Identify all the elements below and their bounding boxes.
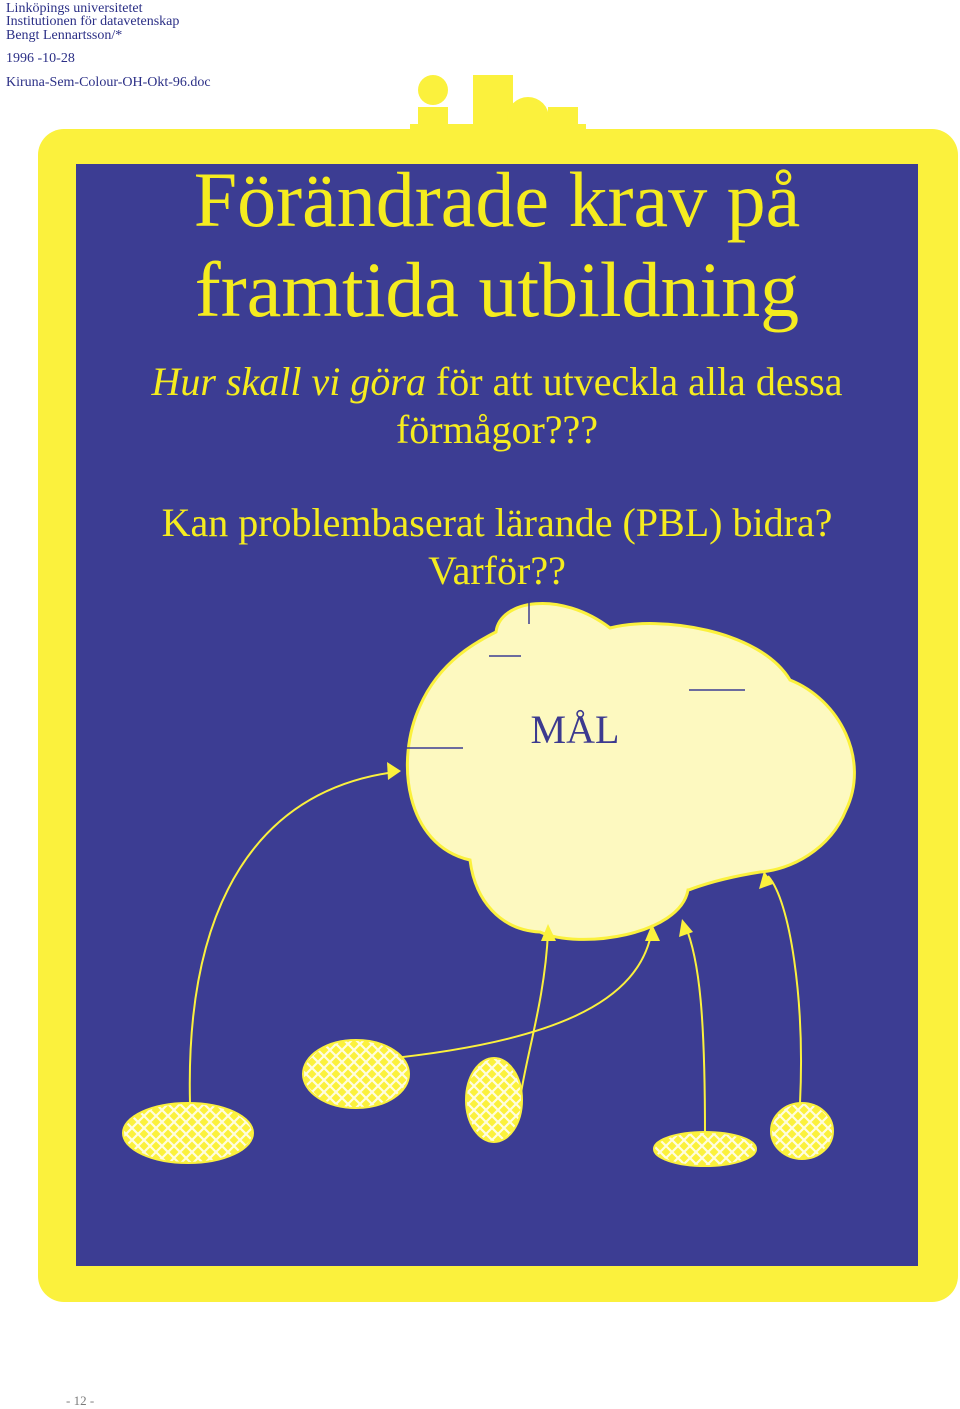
question-block: Hur skall vi göra för att utveckla alla … — [76, 358, 918, 454]
source-ellipses — [122, 1039, 834, 1167]
header-department: Institutionen för datavetenskap — [6, 14, 180, 29]
question-rest: för att utveckla alla dessa — [425, 359, 843, 404]
arrow-5 — [767, 875, 802, 1104]
arrow-4 — [684, 924, 706, 1136]
question-italic: Hur skall vi göra — [151, 359, 426, 404]
source-ellipse-3 — [465, 1057, 523, 1143]
question-line-1: Hur skall vi göra för att utveckla alla … — [76, 358, 918, 406]
arrowheads — [387, 762, 773, 941]
arrowhead-1 — [387, 762, 401, 780]
arrow-2 — [519, 931, 549, 1101]
cloud-base-lines — [490, 883, 680, 886]
pbl-line-2: Varför?? — [428, 548, 566, 593]
goal-cloud — [405, 602, 856, 941]
question-line-2: förmågor??? — [395, 407, 599, 452]
page-number: - 12 - — [66, 1393, 95, 1408]
goal-label: MÅL — [530, 707, 620, 752]
arrowhead-4 — [679, 919, 693, 937]
header-filename: Kiruna-Sem-Colour-OH-Okt-96.doc — [6, 75, 211, 90]
pbl-line-1: Kan problembaserat lärande (PBL) bidra? — [161, 500, 833, 545]
source-ellipse-2 — [302, 1039, 410, 1109]
arrowhead-3 — [645, 924, 660, 941]
source-ellipse-1 — [122, 1102, 254, 1164]
title-line-1: Förändrade krav på — [193, 156, 801, 243]
arrow-3 — [351, 929, 653, 1063]
header-author: Bengt Lennartsson/* — [6, 28, 123, 43]
pbl-block: Kan problembaserat lärande (PBL) bidra? … — [76, 499, 918, 595]
source-ellipse-4 — [653, 1131, 757, 1167]
cloud-tick-marks — [403, 598, 745, 749]
source-ellipse-5 — [770, 1102, 834, 1160]
arrowhead-2 — [541, 924, 556, 941]
arrowhead-5 — [759, 871, 773, 889]
slide-title: Förändrade krav på framtida utbildning — [76, 155, 918, 335]
title-line-2: framtida utbildning — [194, 246, 800, 333]
arrow-1 — [188, 771, 396, 1104]
header-university: Linköpings universitetet — [6, 1, 143, 16]
header-date: 1996 -10-28 — [6, 51, 75, 66]
arrows — [188, 771, 802, 1136]
